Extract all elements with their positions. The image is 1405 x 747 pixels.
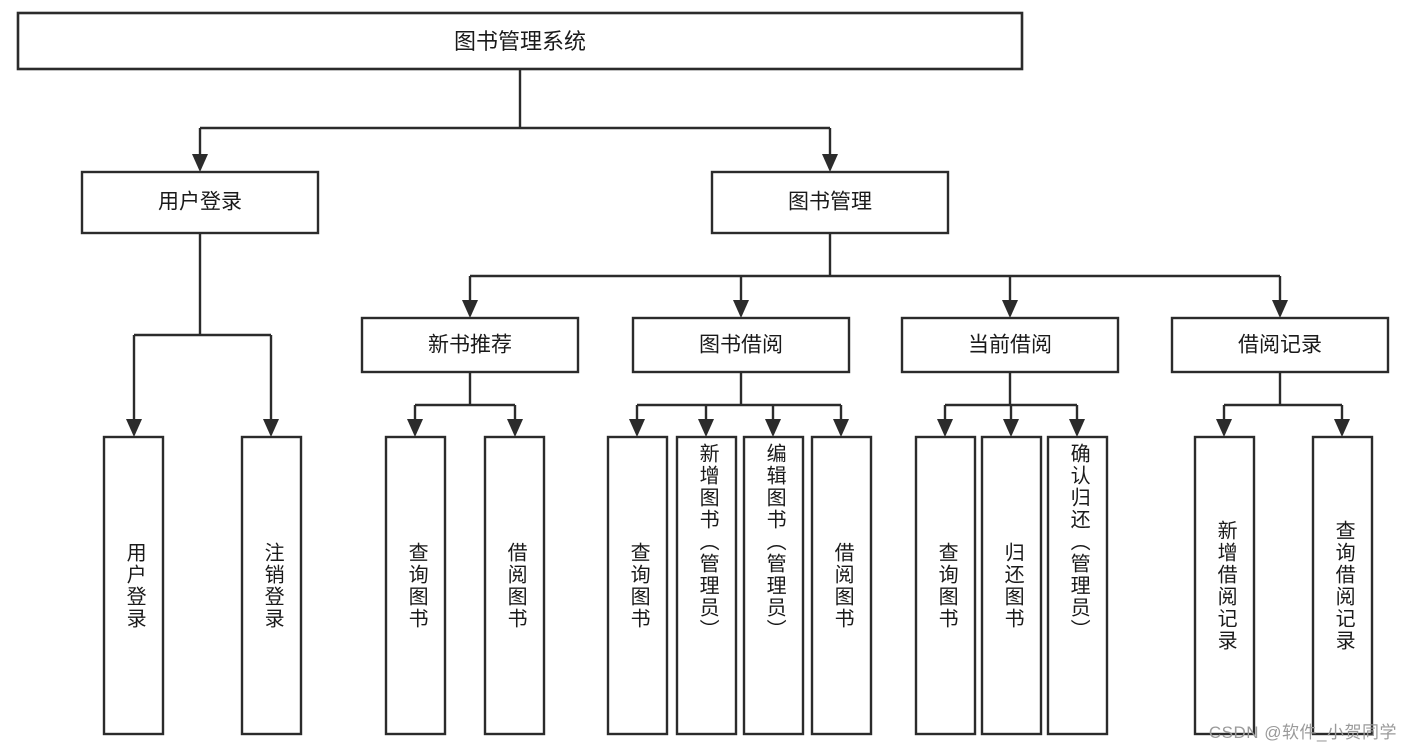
leaf-box-add-borrow-record[interactable] [1193, 435, 1256, 736]
leaf-box-query-book-borrow[interactable] [606, 435, 669, 736]
node-root[interactable]: 图书管理系统 [16, 11, 1024, 71]
edge-group-root [192, 69, 838, 172]
watermark-text: CSDN @软件_小贺同学 [1208, 723, 1397, 742]
arrow-head-icon [407, 419, 423, 437]
node-user-login[interactable]: 用户登录 [80, 170, 320, 235]
node-borrow-records-box[interactable] [1170, 316, 1390, 374]
arrow-head-icon [263, 419, 279, 437]
edge-group-new-book [407, 372, 523, 437]
leaf-box-edit-book-admin[interactable] [742, 435, 805, 736]
node-root-box[interactable] [16, 11, 1024, 71]
node-book-borrow-label: 图书借阅 [699, 334, 783, 357]
node-current-borrow[interactable]: 当前借阅 [900, 316, 1120, 374]
arrow-head-icon [1003, 419, 1019, 437]
arrow-head-icon [1069, 419, 1085, 437]
leaf-box-add-book-admin[interactable] [675, 435, 738, 736]
leaf-box-return-book[interactable] [980, 435, 1043, 736]
node-new-book-recommend-box[interactable] [360, 316, 580, 374]
arrow-head-icon [1002, 300, 1018, 318]
arrow-head-icon [698, 419, 714, 437]
arrow-head-icon [1272, 300, 1288, 318]
arrow-head-icon [765, 419, 781, 437]
arrow-head-icon [462, 300, 478, 318]
arrow-head-icon [1334, 419, 1350, 437]
arrow-head-icon [733, 300, 749, 318]
leaf-box-query-book-current[interactable] [914, 435, 977, 736]
leaf-box-user-login[interactable] [102, 435, 165, 736]
leaf-box-confirm-return-admin[interactable] [1046, 435, 1109, 736]
node-borrow-records[interactable]: 借阅记录 [1170, 316, 1390, 374]
node-book-borrow-box[interactable] [631, 316, 851, 374]
node-user-login-box[interactable] [80, 170, 320, 235]
arrow-head-icon [126, 419, 142, 437]
node-book-management-label: 图书管理 [788, 191, 872, 214]
node-new-book-recommend-label: 新书推荐 [428, 334, 512, 357]
node-new-book-recommend[interactable]: 新书推荐 [360, 316, 580, 374]
edge-group-book-management [462, 233, 1288, 318]
leaf-box-query-book-new[interactable] [384, 435, 447, 736]
arrow-head-icon [629, 419, 645, 437]
arrow-head-icon [192, 154, 208, 172]
node-borrow-records-label: 借阅记录 [1238, 334, 1322, 357]
arrow-head-icon [833, 419, 849, 437]
edge-group-borrow-records [1216, 372, 1350, 437]
node-current-borrow-label: 当前借阅 [968, 334, 1052, 357]
node-book-management[interactable]: 图书管理 [710, 170, 950, 235]
leaf-boxes [102, 435, 1374, 736]
node-user-login-label: 用户登录 [158, 191, 242, 214]
leaf-box-borrow-book[interactable] [810, 435, 873, 736]
node-current-borrow-box[interactable] [900, 316, 1120, 374]
arrow-head-icon [822, 154, 838, 172]
arrow-head-icon [507, 419, 523, 437]
leaf-box-query-borrow-record[interactable] [1311, 435, 1374, 736]
node-root-label: 图书管理系统 [454, 29, 586, 54]
node-book-management-box[interactable] [710, 170, 950, 235]
edge-group-current-borrow [937, 372, 1085, 437]
node-book-borrow[interactable]: 图书借阅 [631, 316, 851, 374]
arrow-head-icon [937, 419, 953, 437]
edge-group-user-login [126, 233, 279, 437]
edge-group-book-borrow [629, 372, 849, 437]
leaf-box-logout[interactable] [240, 435, 303, 736]
arrow-head-icon [1216, 419, 1232, 437]
leaf-box-borrow-book-new[interactable] [483, 435, 546, 736]
